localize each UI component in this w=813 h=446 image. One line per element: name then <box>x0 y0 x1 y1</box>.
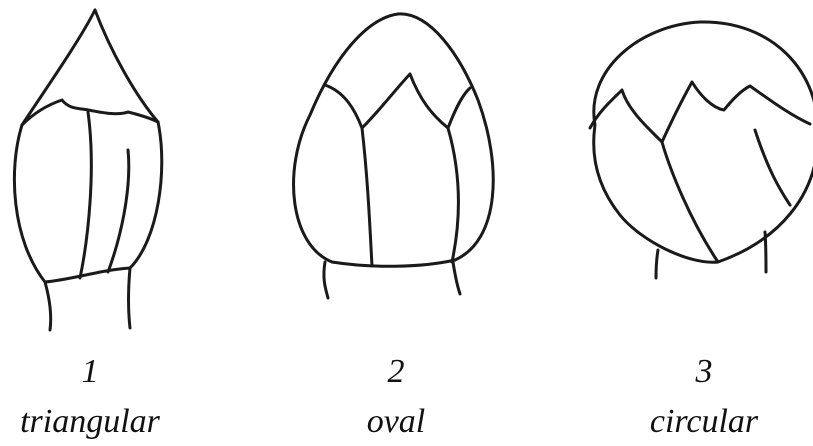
figure-1-shape-label: triangular <box>0 402 190 442</box>
bud-oval-outline <box>294 14 494 262</box>
bud-triangular-seam-2 <box>108 150 129 272</box>
bud-circular-outline <box>594 22 813 262</box>
figure-2-shape-label: oval <box>296 402 496 442</box>
bud-circular-stem-left <box>656 250 658 278</box>
bud-circular-seam-1 <box>662 142 718 262</box>
bud-oval-seam-left <box>362 128 372 266</box>
bud-oval-drawing <box>294 14 494 298</box>
figure-3-shape-label: circular <box>604 402 804 442</box>
bud-triangular-seam-1 <box>80 112 91 278</box>
bud-oval-base <box>332 260 455 266</box>
bud-oval-stem-left <box>324 262 328 298</box>
bud-triangular-tip-right <box>95 10 158 122</box>
bud-circular-drawing <box>590 22 813 278</box>
figure-3-number: 3 <box>604 352 804 392</box>
bud-oval-stem-right <box>453 262 460 294</box>
figure-2-number: 2 <box>296 352 496 392</box>
bud-triangular-stem-left <box>45 282 51 330</box>
bud-circular-seam-2 <box>755 130 790 205</box>
bud-oval-seam-right <box>448 128 458 262</box>
bud-triangular-body <box>14 122 161 282</box>
bud-triangular-drawing <box>14 10 161 330</box>
bud-triangular-stem-right <box>129 268 131 328</box>
bud-circular-stem-right <box>765 232 766 272</box>
bud-oval-sepal-edge <box>325 74 470 128</box>
bud-triangular-tip <box>22 10 95 125</box>
figure-1-number: 1 <box>0 352 190 392</box>
bud-circular-sepal-edge <box>590 82 810 142</box>
